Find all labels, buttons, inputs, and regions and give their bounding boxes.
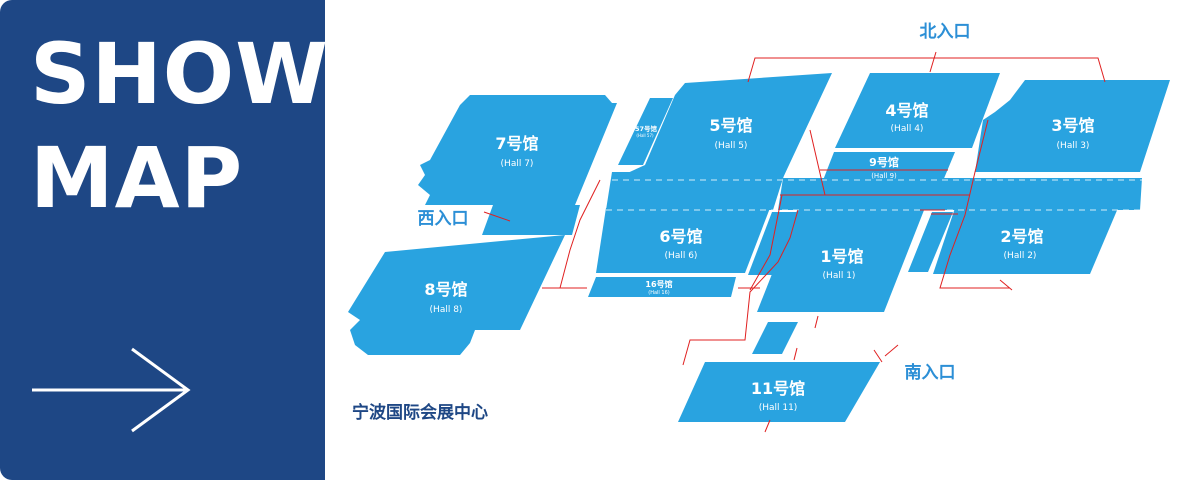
hall-1-block[interactable] — [757, 200, 928, 312]
show-map-banner[interactable]: SHOW MAP — [0, 0, 328, 480]
hall-9-label: 9号馆 (Hall 9) — [869, 155, 899, 180]
hall-2-name: 2号馆 — [1000, 227, 1043, 246]
hall-3-block[interactable] — [975, 80, 1170, 172]
hall-6-block[interactable] — [596, 208, 770, 273]
hall-11-label: 11号馆 (Hall 11) — [751, 379, 805, 413]
hall-6-name: 6号馆 — [659, 227, 702, 246]
hall-8-block[interactable] — [348, 235, 565, 355]
hall-2-label: 2号馆 (Hall 2) — [1000, 227, 1043, 261]
link-1-2-block — [908, 212, 953, 272]
hall-8-label: 8号馆 (Hall 8) — [424, 280, 467, 315]
hall-2-sub: (Hall 2) — [1004, 251, 1037, 261]
right-arrow-icon[interactable] — [30, 345, 195, 435]
banner-title-line1: SHOW — [30, 25, 329, 123]
hall-4-sub: (Hall 4) — [891, 124, 924, 134]
venue-map: 1号馆 (Hall 1) 2号馆 (Hall 2) 3号馆 (Hall 3) 4… — [348, 22, 1170, 433]
hall-11-sub: (Hall 11) — [759, 403, 798, 413]
hall-57-block[interactable] — [618, 98, 673, 165]
hall-1-sub: (Hall 1) — [823, 271, 856, 281]
hall-57-sub: (Hall 57) — [636, 133, 654, 138]
south-entrance-label: 南入口 — [905, 362, 956, 383]
banner-title: SHOW MAP — [30, 22, 329, 230]
hall-4-label: 4号馆 (Hall 4) — [885, 101, 928, 134]
hall-4-block[interactable] — [835, 73, 1000, 148]
hall-5-name: 5号馆 — [709, 116, 752, 135]
hall-3-sub: (Hall 3) — [1057, 141, 1090, 151]
hall-7-block[interactable] — [418, 95, 617, 205]
hall-2-block[interactable] — [933, 208, 1118, 274]
hall-7-sub: (Hall 7) — [501, 159, 534, 169]
hall-11-block[interactable] — [678, 362, 880, 422]
venue-name: 宁波国际会展中心 — [352, 402, 488, 423]
hall-57-name: 57号馆 — [635, 124, 658, 133]
hall-57-label: 57号馆 (Hall 57) — [635, 124, 658, 138]
walking-routes — [483, 51, 1106, 433]
hall-7-label: 7号馆 (Hall 7) — [495, 134, 538, 169]
link-6-1-block — [748, 212, 800, 275]
hall-1-name: 1号馆 — [820, 247, 863, 266]
hall-3-label: 3号馆 (Hall 3) — [1051, 116, 1094, 151]
hall-1-label: 1号馆 (Hall 1) — [820, 247, 863, 281]
hall-4-name: 4号馆 — [885, 101, 928, 120]
hall-9-name: 9号馆 — [869, 155, 899, 169]
hall-5-block[interactable] — [612, 73, 832, 180]
hall-8-sub: (Hall 8) — [430, 305, 463, 315]
hall-1-annex-block — [752, 322, 798, 354]
hall-16-block[interactable] — [588, 277, 736, 297]
north-entrance-label: 北入口 — [920, 22, 971, 42]
hall-7-name: 7号馆 — [495, 134, 538, 153]
hall-6-label: 6号馆 (Hall 6) — [659, 227, 702, 261]
hall-5-label: 5号馆 (Hall 5) — [709, 116, 752, 151]
hall-6-sub: (Hall 6) — [665, 251, 698, 261]
hall-8-name: 8号馆 — [424, 280, 467, 299]
hall-16-sub: (Hall 16) — [648, 290, 670, 296]
hall-5-sub: (Hall 5) — [715, 141, 748, 151]
banner-title-line2: MAP — [30, 129, 244, 227]
west-connector-block — [482, 205, 580, 235]
hall-3-name: 3号馆 — [1051, 116, 1094, 135]
hall-16-name: 16号馆 — [645, 279, 672, 289]
hall-16-label: 16号馆 (Hall 16) — [645, 279, 672, 296]
central-band-block — [606, 172, 785, 210]
hall-11-name: 11号馆 — [751, 379, 805, 398]
west-entrance-label: 西入口 — [418, 209, 469, 229]
hall-9-sub: (Hall 9) — [871, 172, 897, 180]
